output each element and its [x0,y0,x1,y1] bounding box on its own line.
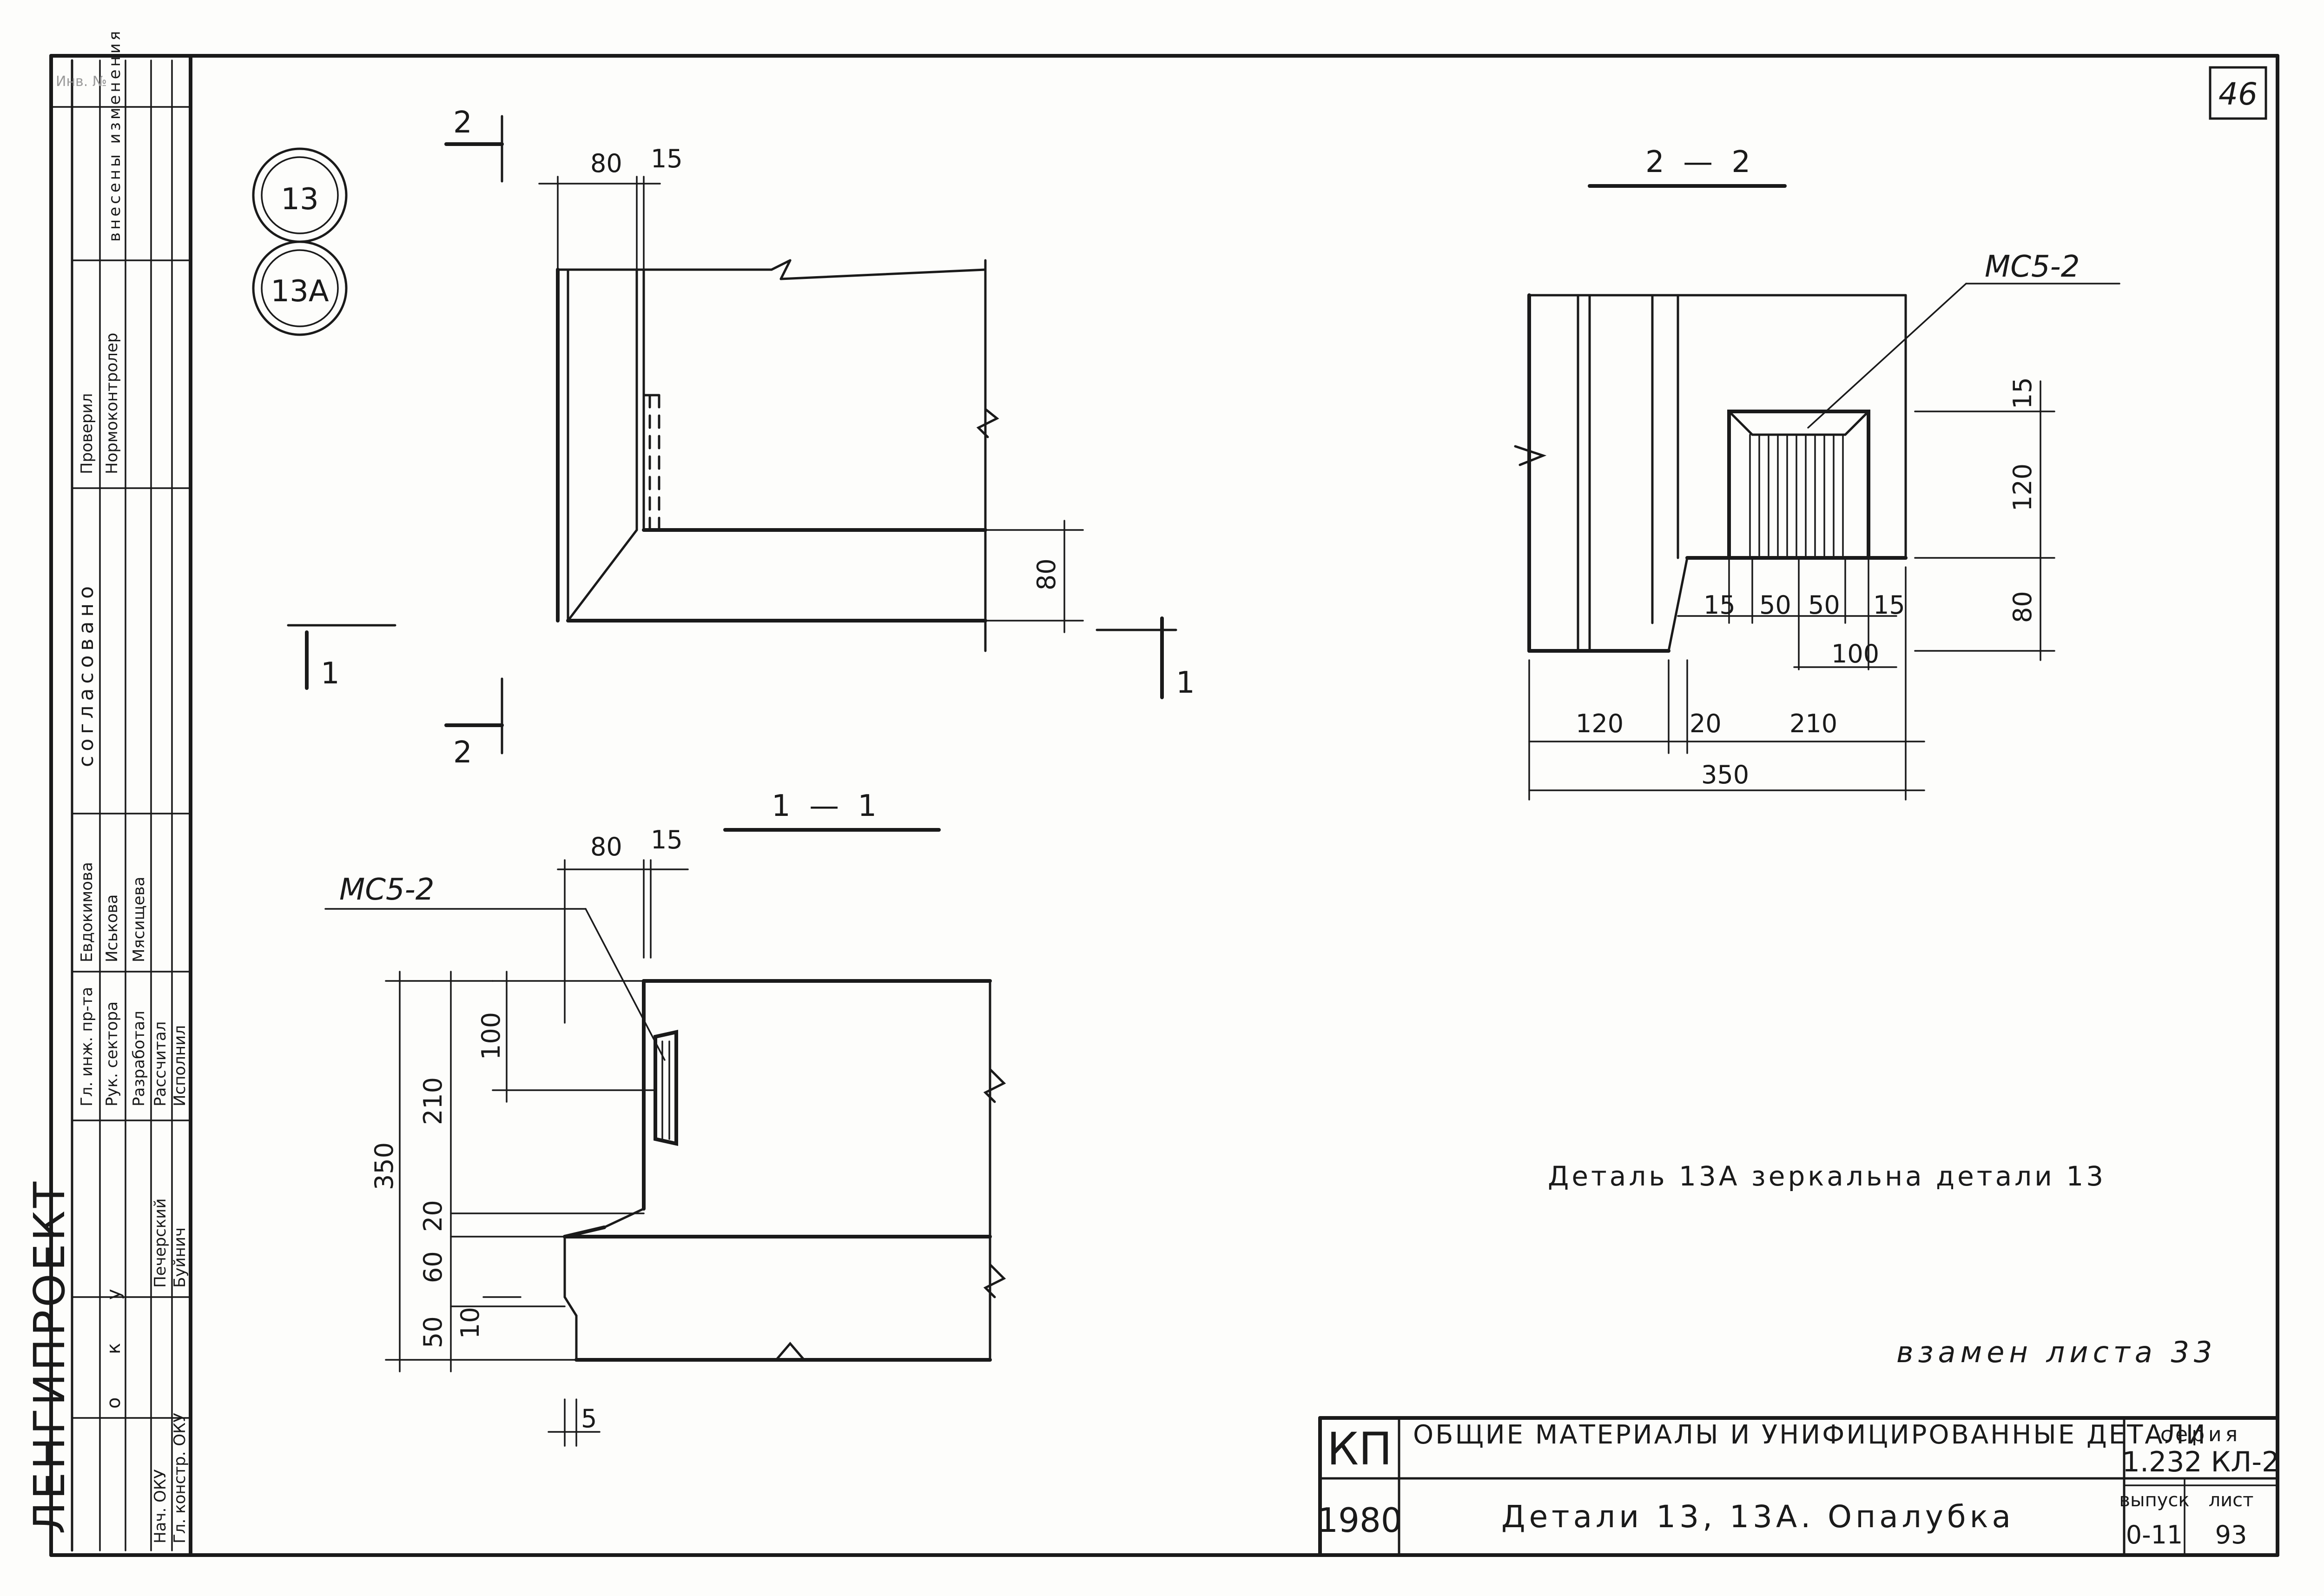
section-1-1-title: 1 — 1 [772,789,881,823]
stamp-role-2: Гл. констр. ОКУ [171,1413,189,1543]
dim-s11-50: 50 [418,1316,448,1348]
embedded-plate-hatch [1749,434,1844,556]
stamp-sector-head: Рук. сектора [103,1001,121,1106]
dim-s22-15-b: 15 [1873,590,1905,620]
stamp-org: ЛЕНГИПРОЕКТ [25,1179,74,1534]
stamp-name-4: Печерский [151,1199,170,1288]
issue-label: выпуск [2119,1490,2189,1511]
dim-s22-210: 210 [1789,709,1837,738]
section-marks: 2 2 1 1 [287,106,1195,770]
stamp-executed: Исполнил [171,1025,189,1106]
dim-s22-15-a: 15 [1703,590,1736,620]
detail-markers: 13 13А [252,147,348,336]
dim-s11-10: 10 [456,1307,485,1339]
dim-s22-120-vertical: 120 [2008,464,2037,511]
stamp-name-2: Иськова [103,894,121,962]
dim-s22-20: 20 [1690,709,1722,738]
sheet-label: лист [2209,1490,2254,1511]
stamp-inv: Инв. № [56,73,107,90]
stamp-norm: Нормоконтролер [103,333,121,474]
stamp-developed: Разработал [130,1011,148,1106]
section-2-2: 2 — 2 MC5-2 [1514,145,2120,801]
dim-s22-50-b: 50 [1808,590,1840,620]
replaces-note: взамен листа 33 [1896,1335,2217,1369]
dim-s22-350: 350 [1701,760,1749,789]
sheet-number: 46 [2218,76,2258,112]
section-1-1: 1 — 1 MC5-2 80 15 100 [324,789,1006,1447]
title-sub: Детали 13, 13А. Опалубка [1501,1499,2014,1535]
stamp-name-5: Буйнич [171,1227,189,1288]
stamp-agreed: согласовано [74,582,98,767]
dim-plan-15: 15 [651,144,683,173]
stamp-changes: внесены изменения [106,28,124,242]
detail-13-label: 13 [281,182,318,217]
drawing-frame [49,54,2279,1557]
section-2-2-title: 2 — 2 [1645,145,1755,179]
dim-s11-20: 20 [418,1200,448,1232]
dim-s22-80-vertical: 80 [2008,591,2037,623]
sheet-number-box: 46 [2209,66,2267,120]
section-1-1-callout: MC5-2 [339,873,434,907]
section-mark-2-bottom: 2 [453,735,472,770]
title-code: КП [1327,1423,1392,1475]
title-block: КП 1980 ОБЩИЕ МАТЕРИАЛЫ И УНИФИЦИРОВАННЫ… [1317,1416,2279,1557]
stamp-checked: Проверил [78,393,96,474]
dim-s22-120: 120 [1576,709,1624,738]
stamp-name-3: Мясищева [130,877,148,962]
section-mark-1-right: 1 [1176,666,1195,700]
mirror-note: Деталь 13А зеркальна детали 13 [1548,1160,2106,1192]
stamp-okb: о к у [103,1270,125,1409]
stamp-name-1: Евдокимова [78,862,96,962]
sheet-value: 93 [2215,1520,2247,1550]
stamp-role-1: Нач. ОКУ [151,1469,170,1543]
section-2-2-callout: MC5-2 [1985,250,2080,284]
dim-s11-350: 350 [370,1142,399,1190]
dim-s22-50-a: 50 [1759,590,1791,620]
stamp-dept-head: Гл. инж. пр-та [78,987,96,1106]
dim-s11-210: 210 [418,1077,448,1125]
series-value: 1.232 КЛ-2 [2122,1446,2279,1478]
stamp-calculated: Рассчитал [151,1021,170,1106]
title-year: 1980 [1317,1501,1402,1540]
dim-s22-15-top: 15 [2008,377,2037,409]
dim-plan-80: 80 [590,149,622,178]
dim-s22-100: 100 [1831,639,1879,669]
dim-plan-80-vertical: 80 [1032,558,1061,590]
dim-s11-100: 100 [476,1012,506,1060]
plan-dimensions: 80 15 80 [538,144,1084,633]
dim-s11-15: 15 [651,825,683,854]
dim-s11-80: 80 [590,832,622,861]
dim-s11-5: 5 [581,1404,597,1433]
plan-view [556,259,999,652]
side-stamp: ЛЕНГИПРОЕКТ согласовано внесены изменени… [25,28,191,1552]
section-mark-2-top: 2 [453,106,472,140]
section-mark-1-left: 1 [321,656,340,691]
series-label: серия [2160,1423,2241,1446]
issue-value: 0-11 [2126,1520,2183,1550]
detail-13a-label: 13А [271,274,329,309]
title-main: ОБЩИЕ МАТЕРИАЛЫ И УНИФИЦИРОВАННЫЕ ДЕТАЛИ [1413,1420,2207,1450]
dim-s11-60: 60 [418,1251,448,1283]
